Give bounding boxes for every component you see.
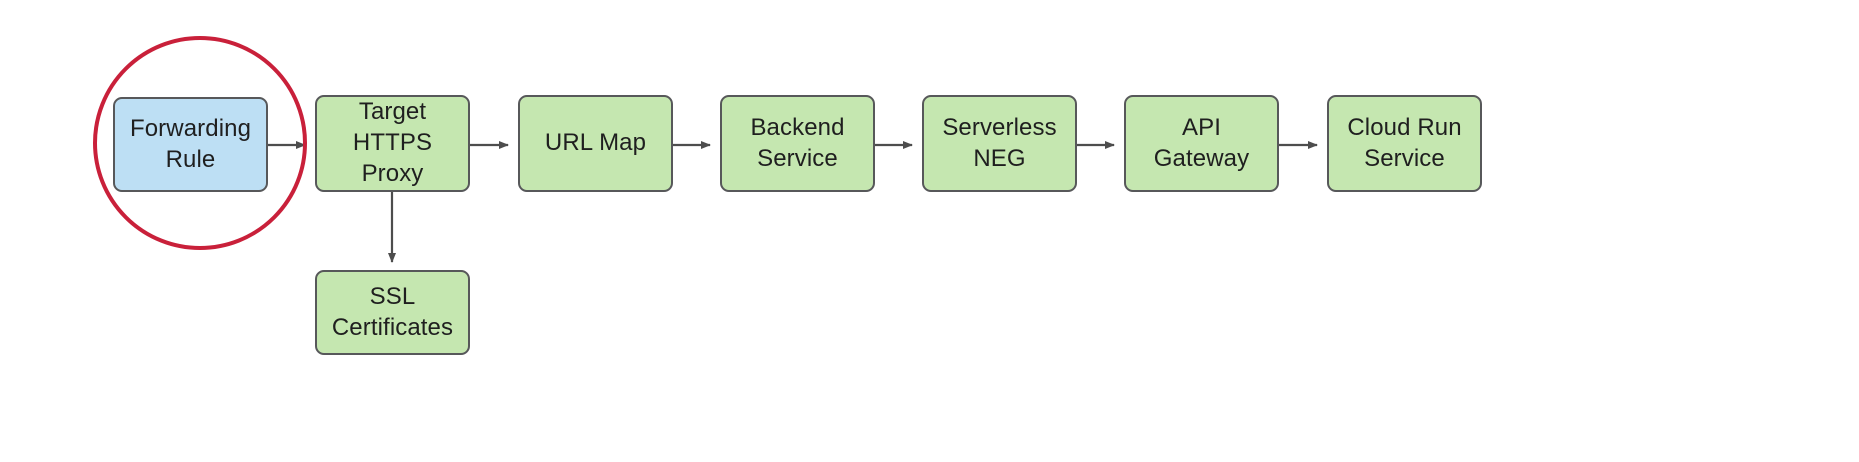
node-serverless-neg-label: Serverless NEG — [942, 113, 1057, 172]
node-url-map[interactable]: URL Map — [518, 95, 673, 192]
node-forwarding-rule[interactable]: Forwarding Rule — [113, 97, 268, 192]
node-api-gateway[interactable]: API Gateway — [1124, 95, 1279, 192]
node-backend-service-label: Backend Service — [750, 113, 845, 172]
highlight-circle-annotation — [93, 36, 307, 250]
node-api-gateway-label: API Gateway — [1153, 113, 1250, 172]
node-cloud-run-service-label: Cloud Run Service — [1347, 113, 1462, 172]
node-target-https-proxy[interactable]: Target HTTPS Proxy — [315, 95, 470, 192]
node-ssl-certificates-label: SSL Certificates — [331, 282, 454, 341]
node-cloud-run-service[interactable]: Cloud Run Service — [1327, 95, 1482, 192]
node-forwarding-rule-label: Forwarding Rule — [129, 114, 252, 173]
node-url-map-label: URL Map — [544, 129, 647, 157]
node-ssl-certificates[interactable]: SSL Certificates — [315, 270, 470, 355]
node-target-https-proxy-label: Target HTTPS Proxy — [352, 98, 433, 187]
node-backend-service[interactable]: Backend Service — [720, 95, 875, 192]
node-serverless-neg[interactable]: Serverless NEG — [922, 95, 1077, 192]
